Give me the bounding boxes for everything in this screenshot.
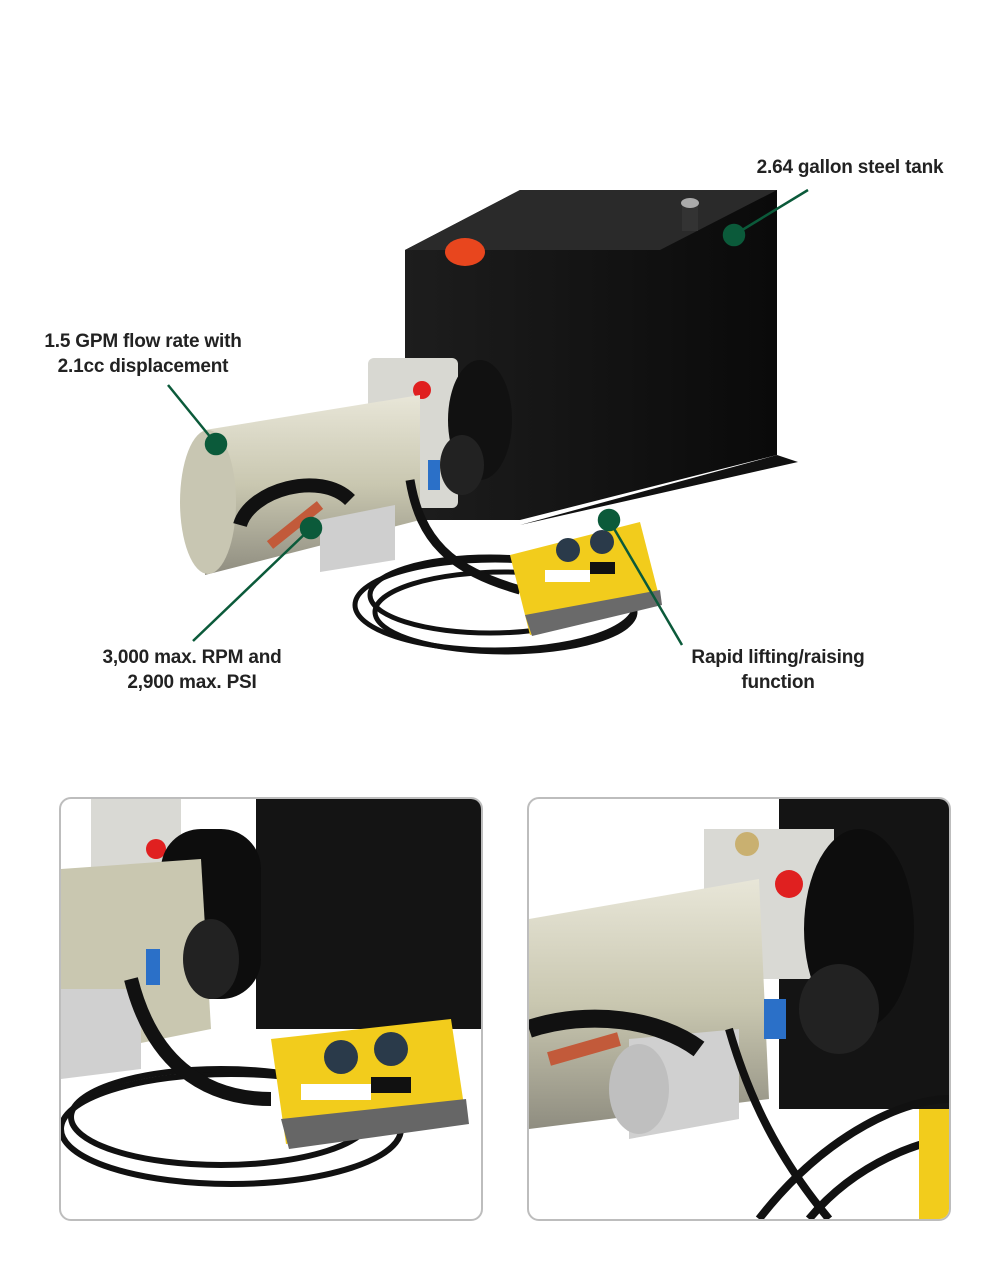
callout-tank-text: 2.64 gallon steel tank (756, 157, 944, 178)
fill-cap (445, 238, 485, 266)
callout-tank: 2.64 gallon steel tank (730, 155, 970, 180)
detail-panel-solenoid (527, 797, 951, 1221)
control-pendant (510, 522, 662, 636)
callout-dot-tank (722, 223, 746, 247)
callout-line-flow (167, 384, 217, 445)
pendant-closeup-image (61, 799, 481, 1187)
callout-dot-flow (204, 432, 228, 456)
callout-lifting: Rapid lifting/raising function (648, 645, 908, 695)
callout-rpm: 3,000 max. RPM and 2,900 max. PSI (62, 645, 322, 695)
callout-lifting-line1: Rapid lifting/raising (691, 647, 865, 668)
callout-dot-rpm (299, 516, 323, 540)
callout-flow: 1.5 GPM flow rate with 2.1cc displacemen… (13, 329, 273, 379)
callout-rpm-line1: 3,000 max. RPM and (102, 647, 282, 668)
pump-motor (180, 358, 512, 575)
callout-dot-lifting (597, 508, 621, 532)
product-image (167, 188, 809, 655)
detail-panel-pendant (59, 797, 483, 1221)
callout-lifting-line2: function (741, 672, 815, 693)
callout-line-tank (733, 188, 809, 237)
solenoid-closeup-image (529, 799, 949, 1219)
callout-flow-line2: 2.1cc displacement (57, 356, 229, 377)
callout-line-rpm (192, 527, 312, 642)
callout-flow-line1: 1.5 GPM flow rate with (44, 331, 242, 352)
callout-rpm-line2: 2,900 max. PSI (127, 672, 257, 693)
callout-line-lifting (607, 519, 684, 646)
